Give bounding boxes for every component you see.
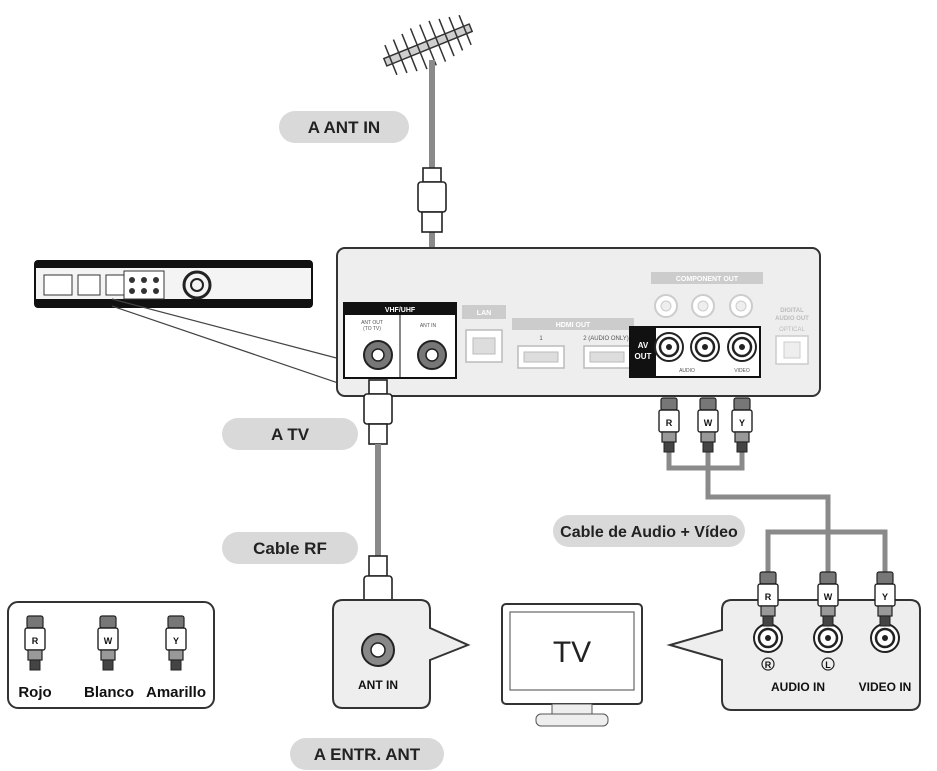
video-in-label: VIDEO IN (859, 680, 912, 694)
label-text: A TV (271, 425, 310, 444)
tv-set: TV (501, 603, 643, 727)
ant-out-label: ANT OUT (361, 320, 383, 326)
hdmi-out-block: HDMI OUT 1 2 (AUDIO ONLY) (512, 318, 634, 369)
av-label: AV (638, 341, 649, 350)
plug-letter: W (104, 636, 113, 646)
tv-jack-r (752, 622, 784, 654)
tv-antenna-callout: ANT IN (332, 599, 471, 709)
legend-plug-w: W (97, 615, 119, 671)
plug-letter: R (32, 636, 39, 646)
back-panel: VHF/UHF ANT OUT (TO TV) ANT IN LAN HDMI … (336, 247, 821, 397)
plug-letter: W (704, 418, 713, 428)
antenna (382, 14, 474, 76)
plug-r-top: R (658, 397, 680, 453)
rf-coax-plug-top (363, 379, 393, 445)
label-a-ant-in: A ANT IN (279, 111, 409, 143)
label-text: A ANT IN (308, 118, 380, 137)
tv-screen-text: TV (553, 636, 591, 669)
video-small-label: VIDEO (734, 368, 750, 374)
av-jack-r (653, 331, 685, 363)
legend-red-label: Rojo (18, 684, 51, 701)
plug-w-bottom: W (817, 571, 839, 627)
audio-out-label: AUDIO OUT (775, 316, 809, 322)
plug-letter: Y (882, 592, 888, 602)
color-legend: R W Y Rojo Blanco Amarillo (7, 601, 215, 709)
plug-letter: R (765, 592, 772, 602)
digital-audio-out: DIGITAL AUDIO OUT OPTICAL (775, 308, 809, 365)
label-text: A ENTR. ANT (314, 745, 421, 764)
hdmi-out-label: HDMI OUT (556, 322, 591, 329)
r-mark: R (765, 660, 772, 670)
component-out-label: COMPONENT OUT (676, 276, 739, 283)
to-tv-label: (TO TV) (363, 326, 381, 332)
optical-label: OPTICAL (779, 327, 805, 333)
av-cable (666, 452, 888, 572)
tv-ant-in-label: ANT IN (358, 678, 398, 692)
lan-port: LAN (462, 305, 506, 363)
component-out-block: COMPONENT OUT (651, 272, 763, 318)
label-text: Cable de Audio + Vídeo (560, 524, 738, 541)
tv-inputs-callout: R L AUDIO IN VIDEO IN (666, 599, 921, 711)
label-a-tv: A TV (222, 418, 358, 450)
legend-plug-r: R (24, 615, 46, 671)
legend-plug-y: Y (165, 615, 187, 671)
plug-y-bottom: Y (874, 571, 896, 627)
plug-letter: W (824, 592, 833, 602)
legend-white-label: Blanco (84, 684, 134, 701)
audio-small-label: AUDIO (679, 368, 695, 374)
out-label: OUT (635, 352, 652, 361)
antenna-coax-plug (417, 167, 447, 233)
zoom-line-bottom (111, 305, 345, 386)
digital-label: DIGITAL (780, 308, 804, 314)
label-a-entr-ant: A ENTR. ANT (290, 738, 444, 770)
vhf-uhf-label: VHF/UHF (385, 307, 416, 314)
plug-letter: Y (739, 418, 745, 428)
audio-in-label: AUDIO IN (771, 680, 825, 694)
av-out-block: AV OUT AUDIO VIDEO (629, 326, 761, 378)
label-cable-rf: Cable RF (222, 532, 358, 564)
plug-r-bottom: R (757, 571, 779, 627)
label-text: Cable RF (253, 539, 327, 558)
label-av-cable: Cable de Audio + Vídeo (553, 515, 745, 547)
av-jack-l (689, 331, 721, 363)
vhf-uhf-block: VHF/UHF ANT OUT (TO TV) ANT IN (343, 302, 457, 379)
plug-y-top: Y (731, 397, 753, 453)
ant-in-small-label: ANT IN (420, 323, 437, 329)
lan-label: LAN (477, 310, 491, 317)
legend-yellow-label: Amarillo (146, 684, 206, 701)
hdmi-1-label: 1 (539, 336, 543, 342)
blu-ray-player (34, 260, 313, 308)
plug-letter: Y (173, 636, 179, 646)
l-mark: L (825, 660, 831, 670)
antenna-icon (382, 14, 474, 76)
zoom-line-top (111, 298, 345, 361)
hdmi-2-label: 2 (AUDIO ONLY) (583, 336, 629, 342)
av-jack-video (726, 331, 758, 363)
plug-w-top: W (697, 397, 719, 453)
tv-jack-l (812, 622, 844, 654)
plug-letter: R (666, 418, 673, 428)
tv-jack-video (869, 622, 901, 654)
